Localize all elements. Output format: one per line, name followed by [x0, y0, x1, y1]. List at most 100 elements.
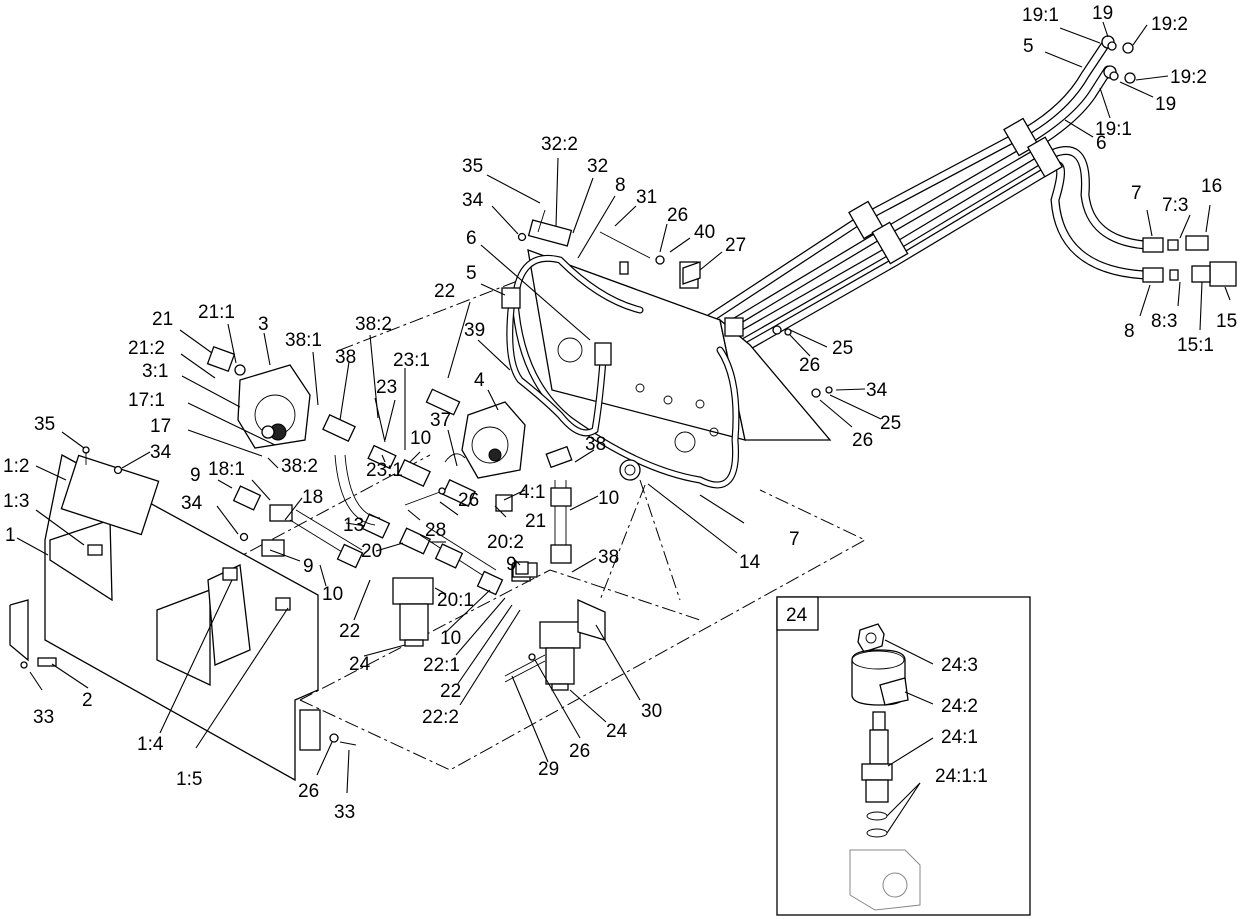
callout-20-1: 20:1 [437, 590, 474, 611]
callout-19-2-top: 19:2 [1151, 14, 1188, 35]
callout-10-right: 10 [598, 488, 619, 509]
callout-38-1: 38:1 [285, 330, 322, 351]
callout-25-r2: 25 [880, 413, 901, 434]
callout-8-right: 8 [1124, 321, 1135, 342]
callout-5-mid: 5 [466, 263, 477, 284]
callout-26-top: 26 [667, 205, 688, 226]
callout-22-2: 22:2 [422, 707, 459, 728]
callout-6-mid: 6 [466, 228, 477, 249]
callout-6-right: 6 [1096, 133, 1107, 154]
callout-34-mid: 34 [181, 493, 203, 514]
callout-4: 4 [474, 370, 485, 391]
inset-callout-24-2: 24:2 [941, 696, 978, 717]
callout-19-1-top: 19:1 [1022, 5, 1059, 26]
callout-32-2: 32:2 [541, 134, 578, 155]
callout-15: 15 [1216, 311, 1237, 332]
callout-38-a: 38 [335, 347, 356, 368]
callout-19-top: 19 [1092, 3, 1113, 24]
callout-3-1: 3:1 [142, 361, 168, 382]
callout-37: 37 [430, 410, 451, 431]
callout-23-1-mid: 23:1 [366, 460, 403, 481]
inset-title: 24 [786, 605, 808, 626]
callout-13: 13 [343, 515, 364, 536]
callout-10-low2: 10 [440, 628, 461, 649]
callout-30: 30 [641, 701, 662, 722]
callout-1-5: 1:5 [176, 769, 202, 790]
callout-10-lower: 10 [322, 584, 343, 605]
callout-18-1: 18:1 [208, 459, 245, 480]
callout-27: 27 [725, 235, 746, 256]
callout-33-left: 33 [33, 707, 54, 728]
callout-2: 2 [82, 690, 93, 711]
callout-32: 32 [587, 156, 608, 177]
callout-23-1-top: 23:1 [393, 350, 430, 371]
callout-33-bot: 33 [334, 802, 355, 823]
callout-20: 20 [361, 541, 382, 562]
callout-7-right: 7 [1131, 183, 1142, 204]
callout-38-2-mid: 38:2 [281, 456, 318, 477]
callout-29: 29 [538, 759, 559, 780]
inset-callout-24-3: 24:3 [941, 655, 978, 676]
filter-24-right [504, 598, 606, 691]
callout-39: 39 [464, 320, 485, 341]
callout-1-3: 1:3 [3, 491, 29, 512]
callout-10-mid: 10 [410, 428, 431, 449]
callout-22-top: 22 [434, 281, 455, 302]
callout-38-c: 38 [598, 547, 619, 568]
valve-3 [206, 345, 311, 449]
callout-35-top: 35 [462, 156, 483, 177]
tube-fittings [232, 388, 573, 596]
cover-panel [9, 454, 321, 782]
callout-16: 16 [1201, 176, 1222, 197]
fasteners [20, 209, 833, 746]
callout-26-r1: 26 [799, 355, 820, 376]
leader-lines [16, 21, 1231, 794]
callout-9-right: 9 [303, 556, 314, 577]
callout-15-1: 15:1 [1177, 335, 1214, 356]
callout-26-bot: 26 [298, 781, 319, 802]
callout-21-2: 21:2 [128, 338, 165, 359]
callout-18: 18 [302, 487, 323, 508]
callout-31: 31 [636, 187, 657, 208]
callout-8-3: 8:3 [1151, 311, 1177, 332]
callout-4-1: 4:1 [519, 482, 545, 503]
inset-callout-24-1-1: 24:1:1 [935, 766, 988, 787]
callout-26-mid: 26 [458, 490, 479, 511]
plate-hoses [501, 254, 740, 489]
callout-22-1: 22:1 [423, 655, 460, 676]
callout-20-2: 20:2 [487, 532, 524, 553]
callout-3: 3 [258, 314, 269, 335]
callout-34-r: 34 [866, 380, 888, 401]
callout-38-b: 38 [585, 434, 606, 455]
hose-bundle [695, 35, 1237, 367]
callout-8-top: 8 [615, 175, 626, 196]
callout-19-mid: 19 [1155, 94, 1176, 115]
callout-40: 40 [694, 222, 715, 243]
valve-4 [461, 401, 526, 512]
callout-23: 23 [376, 377, 397, 398]
callout-26-r2: 26 [852, 430, 873, 451]
inset-detail-24: 24 24:3 24:2 24:1 24:1:1 [776, 596, 1031, 916]
callout-24-left: 24 [349, 654, 371, 675]
callout-24-mid: 24 [606, 721, 628, 742]
callout-34-left: 34 [150, 442, 172, 463]
callout-1-4: 1:4 [137, 734, 164, 755]
callout-1: 1 [5, 525, 16, 546]
callout-7-mid: 7 [789, 529, 800, 550]
filter-24-left [392, 577, 434, 647]
callout-35-left: 35 [34, 414, 55, 435]
callout-21-top: 21 [152, 309, 173, 330]
callout-19-2-mid: 19:2 [1170, 67, 1207, 88]
callout-21-1: 21:1 [198, 302, 235, 323]
callout-17: 17 [150, 416, 171, 437]
callout-22-low: 22 [440, 681, 461, 702]
callout-38-2-top: 38:2 [355, 314, 392, 335]
callout-labels: 19:1 19 19:2 5 19:2 19 19:1 6 32:2 32 8 … [3, 3, 1237, 823]
inset-callout-24-1: 24:1 [941, 727, 978, 748]
callout-22-mid: 22 [339, 621, 360, 642]
callout-7-3: 7:3 [1162, 195, 1188, 216]
callout-34-top: 34 [462, 190, 484, 211]
mounting-plate [527, 219, 832, 453]
callout-28: 28 [425, 520, 446, 541]
